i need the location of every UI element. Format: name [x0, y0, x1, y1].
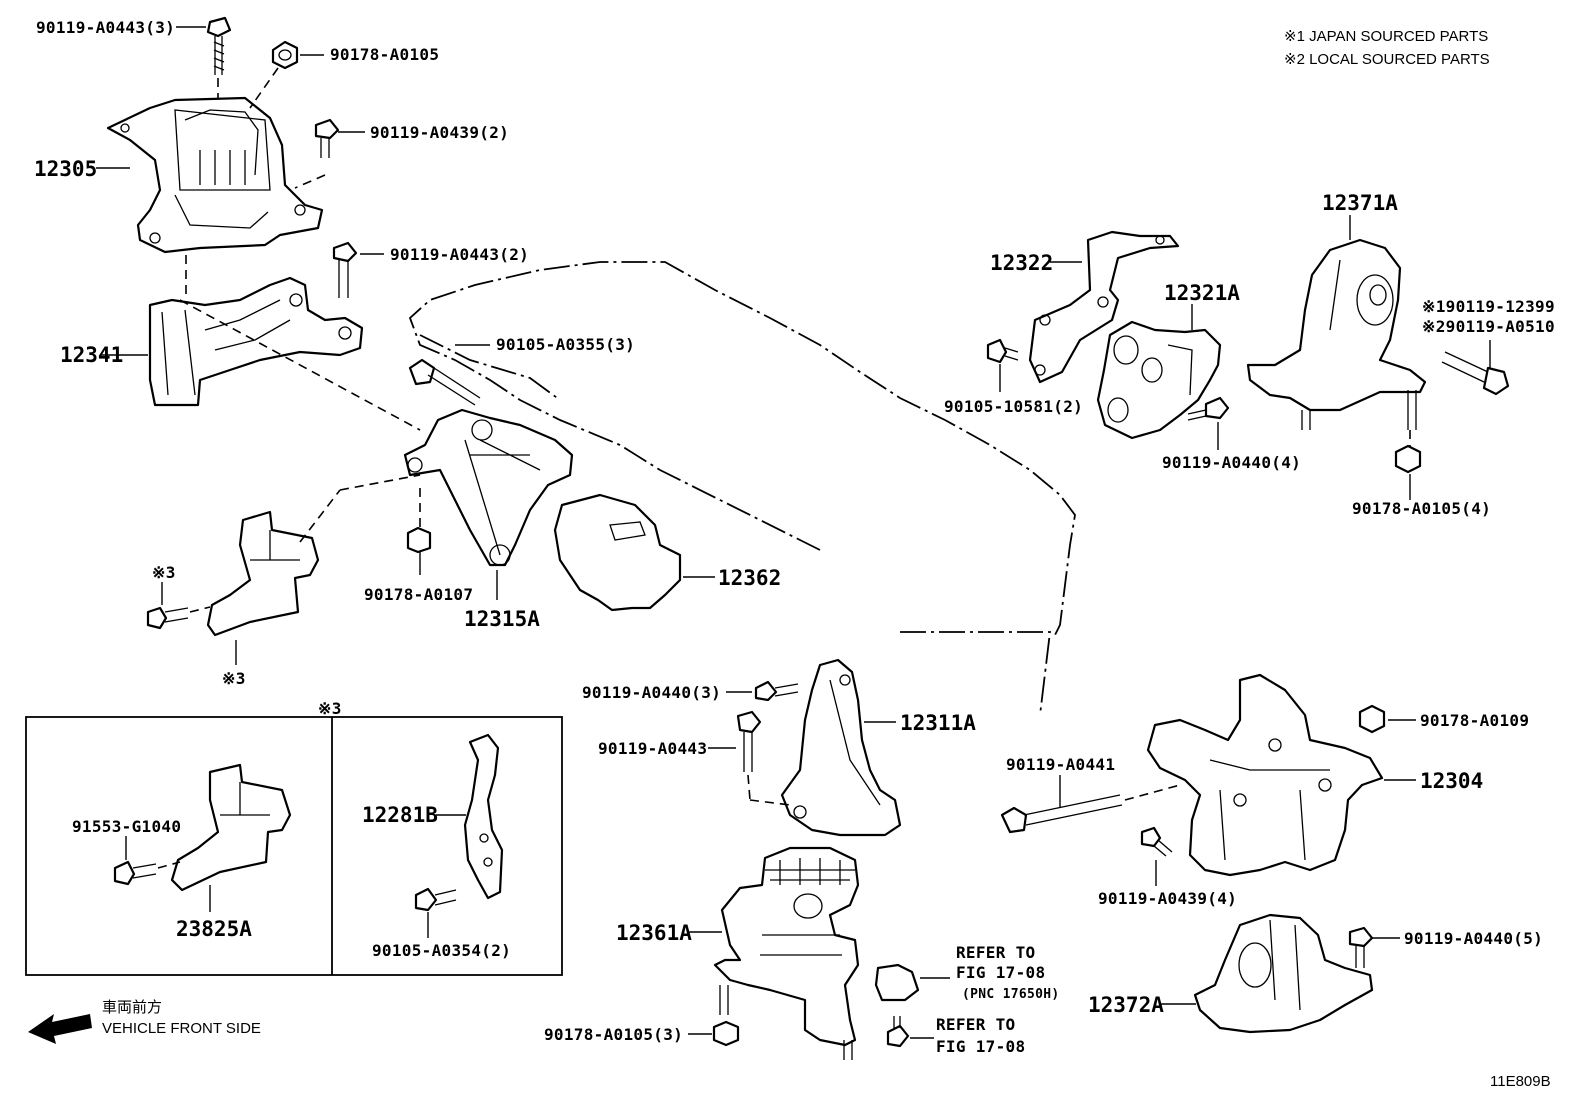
label-90119-A0439-4: 90119-A0439(4): [1098, 889, 1237, 908]
part-12341-bracket[interactable]: [148, 276, 364, 407]
figure-id: 11E809B: [1490, 1073, 1551, 1090]
bolt-90119-A0440-4-icon: [1187, 396, 1230, 421]
part-12321A-mount[interactable]: [1096, 320, 1222, 440]
part-12281B-bracket[interactable]: [463, 733, 504, 900]
part-12322-bracket[interactable]: [1028, 230, 1180, 384]
label-12361A: 12361A: [616, 921, 692, 945]
bolt-refer2-icon: [886, 1016, 910, 1048]
bolt-90119-A0443-2-icon: [332, 241, 358, 298]
bolt-90105-10581-2-icon: [986, 338, 1019, 364]
label-refer1-c: (PNC 17650H): [962, 987, 1060, 1002]
note-local-sourced: ※2 LOCAL SOURCED PARTS: [1284, 51, 1490, 68]
label-12322: 12322: [990, 251, 1053, 275]
part-12315A-bracket[interactable]: [403, 408, 574, 567]
engine-outline-lower: [900, 631, 1052, 716]
label-12341: 12341: [60, 343, 123, 367]
bolt-90105-A0355-3-icon: [408, 358, 481, 406]
label-90105-10581-2: 90105-10581(2): [944, 397, 1083, 416]
label-12281B: 12281B: [362, 803, 438, 827]
bolt-90105-A0354-2-icon: [414, 887, 457, 912]
label-12311A: 12311A: [900, 711, 976, 735]
bolt-90119-12399-icon: [1441, 351, 1510, 396]
label-90119-A0440-5: 90119-A0440(5): [1404, 929, 1543, 948]
label-mark3-top: ※3: [152, 563, 176, 582]
label-refer2-a: REFER TO: [936, 1015, 1015, 1034]
label-12321A: 12321A: [1164, 281, 1240, 305]
bolt-90119-A0439-2-icon: [314, 118, 340, 158]
label-90178-A0105-3: 90178-A0105(3): [544, 1025, 683, 1044]
inset-box: [25, 716, 563, 976]
label-mark3-box: ※3: [318, 699, 342, 718]
part-12304-bracket[interactable]: [1146, 673, 1384, 877]
label-front-jp: 車両前方: [102, 999, 162, 1016]
label-90178-A0107: 90178-A0107: [364, 585, 473, 604]
part-12305-mount[interactable]: [106, 96, 324, 254]
label-90119-A0440-4: 90119-A0440(4): [1162, 453, 1301, 472]
bolt-90119-A0441-icon: [1000, 794, 1123, 834]
part-12361A-mount[interactable]: [713, 846, 860, 1047]
label-90119-A0440-3: 90119-A0440(3): [582, 683, 721, 702]
label-90178-A0109: 90178-A0109: [1420, 711, 1529, 730]
label-90178-A0105: 90178-A0105: [330, 45, 439, 64]
nut-90178-A0107-icon: [406, 526, 432, 554]
label-90178-A0105-4: 90178-A0105(4): [1352, 499, 1491, 518]
part-23825A-shield[interactable]: [170, 763, 292, 892]
label-90119-A0443-2: 90119-A0443(2): [390, 245, 529, 264]
label-91553-G1040: 91553-G1040: [72, 817, 181, 836]
vehicle-front-arrow-icon: [28, 1014, 92, 1044]
nut-90178-A0109-icon: [1358, 704, 1386, 734]
nut-90178-A0105-3-icon: [712, 1020, 740, 1047]
label-mark3-bottom: ※3: [222, 669, 246, 688]
part-12371A-mount[interactable]: [1246, 238, 1427, 412]
part-12372A-mount[interactable]: [1193, 913, 1374, 1034]
label-90105-A0355-3: 90105-A0355(3): [496, 335, 635, 354]
label-12372A: 12372A: [1088, 993, 1164, 1017]
label-12304: 12304: [1420, 769, 1483, 793]
label-90119-A0439-2: 90119-A0439(2): [370, 123, 509, 142]
label-90119-A0443: 90119-A0443: [598, 739, 707, 758]
label-90119-A0441: 90119-A0441: [1006, 755, 1115, 774]
label-refer1-b: FIG 17-08: [956, 963, 1045, 982]
label-12362: 12362: [718, 566, 781, 590]
bolt-90119-A0439-4-icon: [1140, 826, 1173, 857]
nut-90178-A0105-icon: [271, 40, 299, 70]
label-23825A: 23825A: [176, 917, 252, 941]
label-refer1-a: REFER TO: [956, 943, 1035, 962]
engine-outline: [408, 261, 1076, 636]
note-japan-sourced: ※1 JAPAN SOURCED PARTS: [1284, 28, 1488, 45]
label-12371A: 12371A: [1322, 191, 1398, 215]
label-refer2-b: FIG 17-08: [936, 1037, 1025, 1056]
label-90119-A0443-3: 90119-A0443(3): [36, 18, 175, 37]
part-12311A-bracket[interactable]: [780, 658, 902, 837]
label-12315A: 12315A: [464, 607, 540, 631]
sensor-17650H-icon: [874, 963, 920, 1002]
bolt-90119-A0443-3-icon: [206, 16, 232, 75]
clip-91553-G1040-icon: [113, 860, 157, 886]
engine-outline-inner: [419, 334, 561, 401]
part-12362-cover[interactable]: [553, 493, 682, 612]
label-front-en: VEHICLE FRONT SIDE: [102, 1020, 261, 1037]
bolt-90119-A0440-3-icon: [754, 680, 799, 702]
bolt-90119-A0440-5-icon: [1348, 926, 1374, 968]
label-12305: 12305: [34, 157, 97, 181]
bolt-mark3-icon: [146, 606, 189, 630]
label-90105-A0354-2: 90105-A0354(2): [372, 941, 511, 960]
bolt-90119-A0443-icon: [736, 710, 762, 772]
label-90119-12399: ※190119-12399: [1422, 297, 1555, 316]
nut-90178-A0105-4-icon: [1394, 444, 1422, 474]
label-90119-A0510: ※290119-A0510: [1422, 317, 1555, 336]
part-shield-mark3[interactable]: [206, 510, 320, 637]
